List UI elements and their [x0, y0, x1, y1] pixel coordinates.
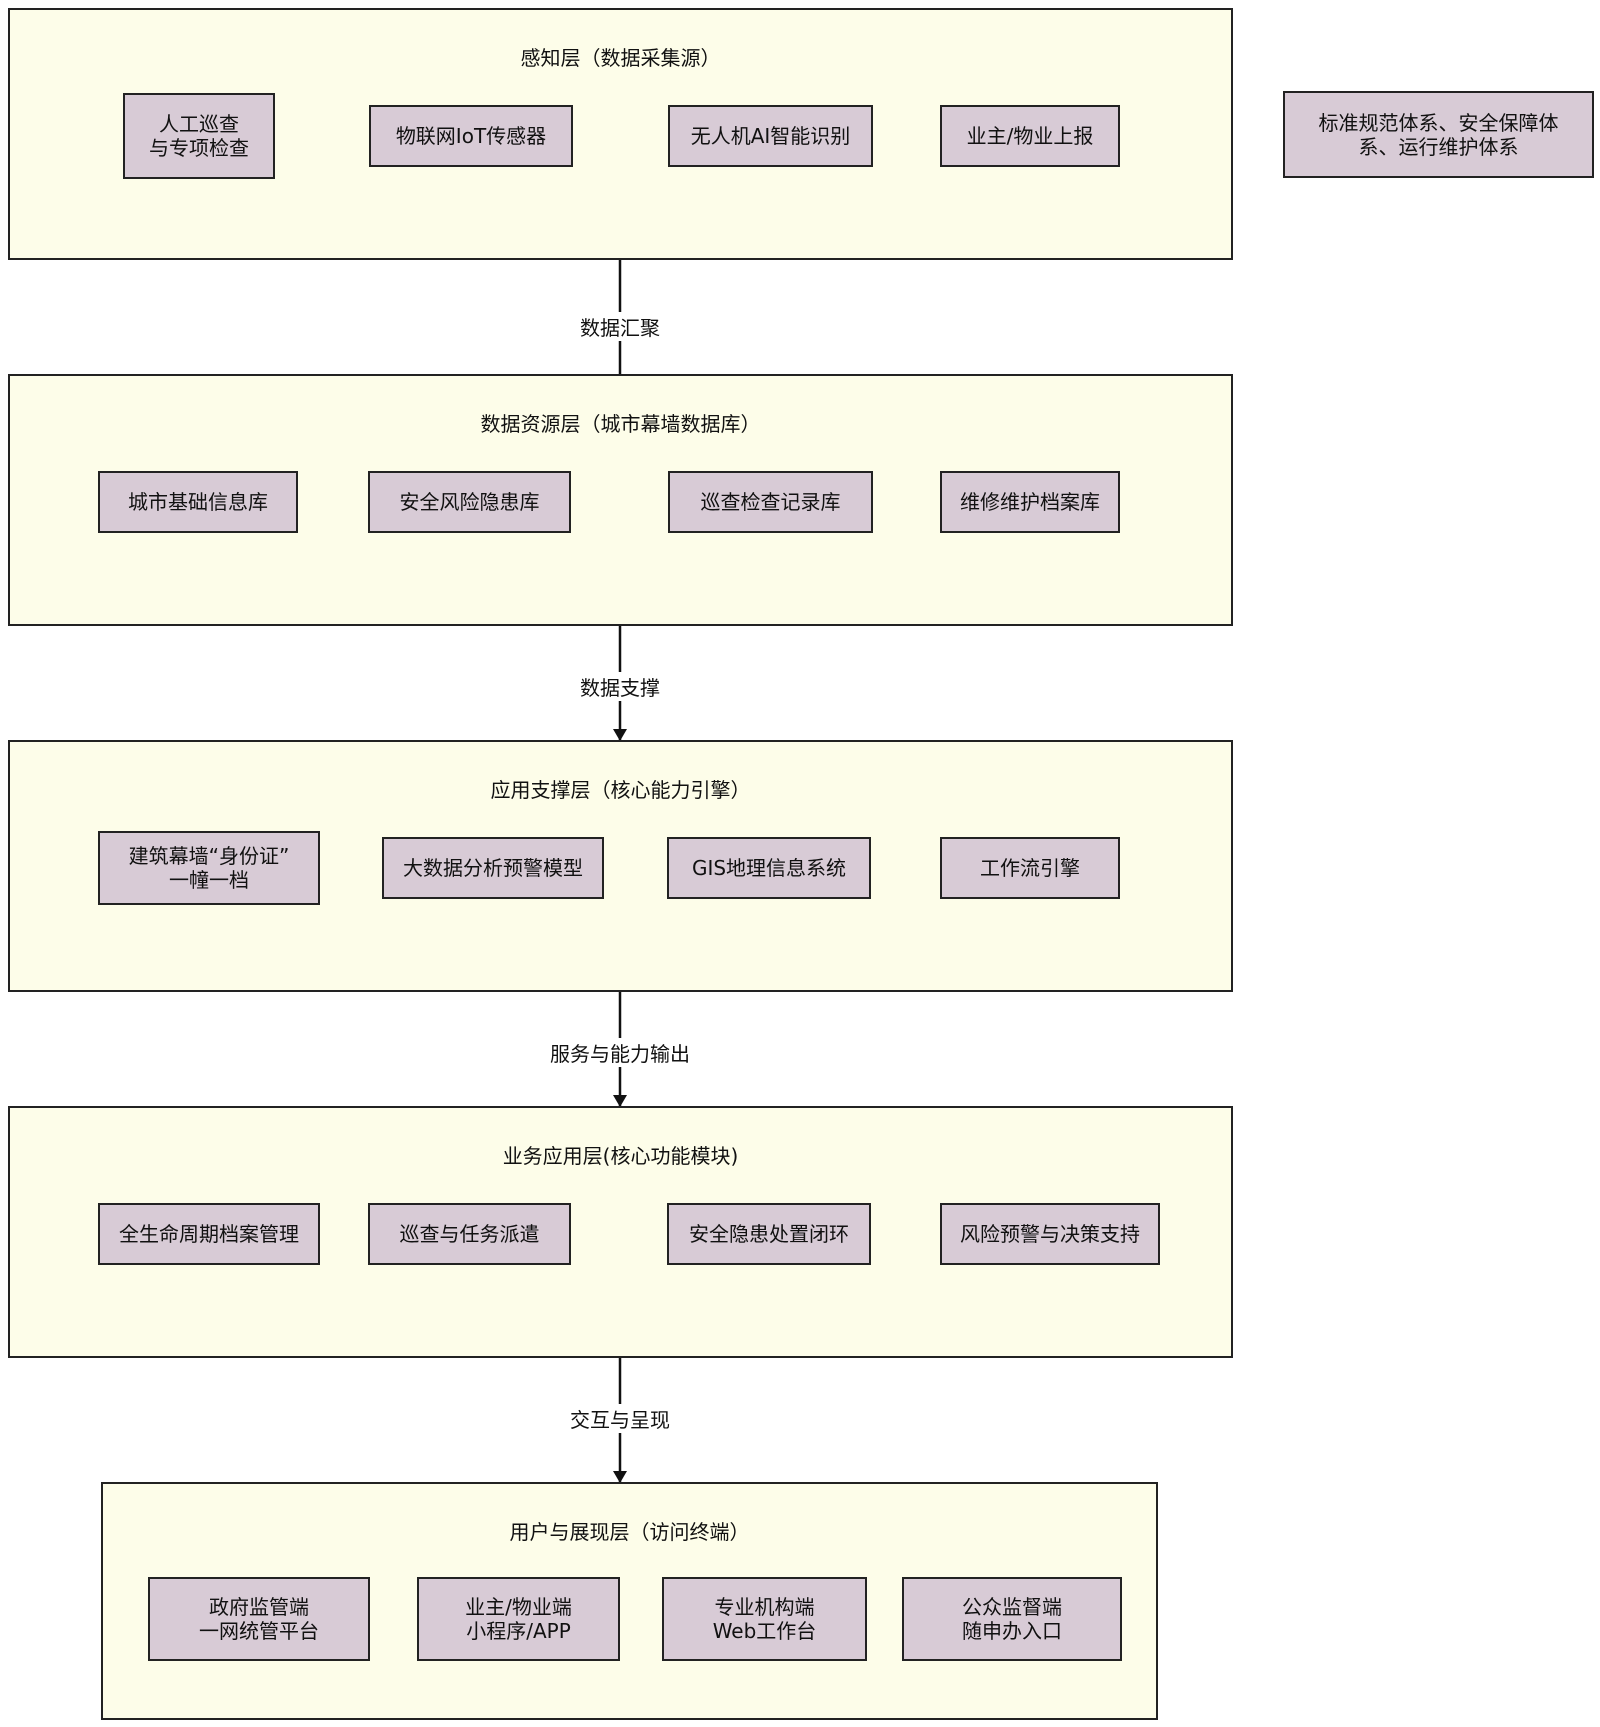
node-inspection-record-db: 巡查检查记录库 [668, 471, 873, 533]
node-manual-inspection: 人工巡查 与专项检查 [123, 93, 275, 179]
node-workflow-engine: 工作流引擎 [940, 837, 1120, 899]
node-building-id: 建筑幕墙“身份证” 一幢一档 [98, 831, 320, 905]
layer-application-support: 应用支撑层（核心能力引擎） 建筑幕墙“身份证” 一幢一档 大数据分析预警模型 G… [8, 740, 1233, 992]
node-professional-web: 专业机构端 Web工作台 [662, 1577, 867, 1661]
layer-title: 用户与展现层（访问终端） [509, 1520, 750, 1544]
node-risk-db: 安全风险隐患库 [368, 471, 571, 533]
node-iot-sensor: 物联网IoT传感器 [369, 105, 573, 167]
layer-title: 数据资源层（城市幕墙数据库） [480, 412, 761, 436]
layer-user-presentation: 用户与展现层（访问终端） 政府监管端 一网统管平台 业主/物业端 小程序/APP… [101, 1482, 1158, 1720]
layer-perception: 感知层（数据采集源） 人工巡查 与专项检查 物联网IoT传感器 无人机AI智能识… [8, 8, 1233, 260]
node-public-supervision: 公众监督端 随申办入口 [902, 1577, 1122, 1661]
node-gis: GIS地理信息系统 [667, 837, 871, 899]
node-lifecycle-archive: 全生命周期档案管理 [98, 1203, 320, 1265]
side-box-standards: 标准规范体系、安全保障体 系、运行维护体系 [1283, 91, 1594, 178]
node-drone-ai: 无人机AI智能识别 [668, 105, 873, 167]
node-risk-warning: 风险预警与决策支持 [940, 1203, 1160, 1265]
node-government-portal: 政府监管端 一网统管平台 [148, 1577, 370, 1661]
edge-label-data-aggregation: 数据汇聚 [520, 312, 720, 341]
node-inspection-dispatch: 巡查与任务派遣 [368, 1203, 571, 1265]
node-owner-app: 业主/物业端 小程序/APP [417, 1577, 620, 1661]
node-city-base-db: 城市基础信息库 [98, 471, 298, 533]
node-hazard-closure: 安全隐患处置闭环 [667, 1203, 871, 1265]
layer-title: 感知层（数据采集源） [520, 46, 721, 70]
edge-label-interaction: 交互与呈现 [520, 1404, 720, 1433]
node-big-data-model: 大数据分析预警模型 [382, 837, 604, 899]
edge-label-service-output: 服务与能力输出 [520, 1038, 720, 1067]
layer-business-application: 业务应用层(核心功能模块) 全生命周期档案管理 巡查与任务派遣 安全隐患处置闭环… [8, 1106, 1233, 1358]
edge-label-data-support: 数据支撑 [520, 672, 720, 701]
layer-title: 业务应用层(核心功能模块) [502, 1144, 739, 1168]
node-maintenance-db: 维修维护档案库 [940, 471, 1120, 533]
node-owner-report: 业主/物业上报 [940, 105, 1120, 167]
layer-title: 应用支撑层（核心能力引擎） [490, 778, 751, 802]
layer-data-resources: 数据资源层（城市幕墙数据库） 城市基础信息库 安全风险隐患库 巡查检查记录库 维… [8, 374, 1233, 626]
